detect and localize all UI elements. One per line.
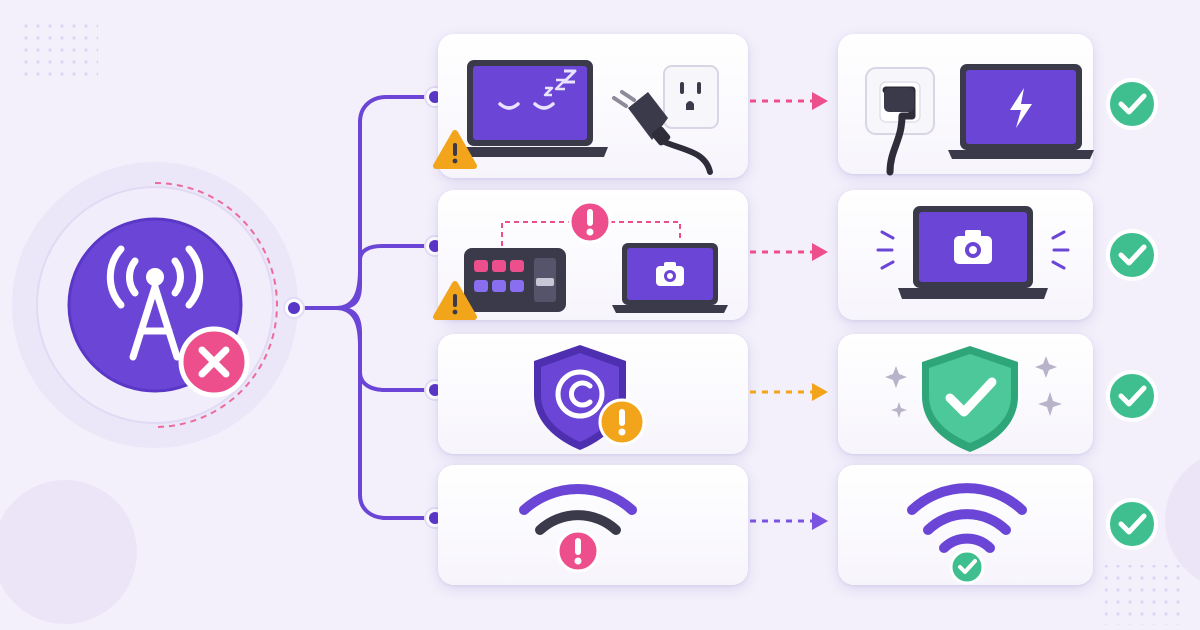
- capture-link-dashed: [501, 221, 681, 246]
- warning-icon: [433, 130, 477, 169]
- laptop-camera-icon: [876, 206, 1070, 299]
- bg-circle-left: [0, 480, 137, 624]
- check-icon: [1106, 370, 1158, 422]
- check-icon: [1106, 229, 1158, 281]
- bg-circle-right: [1165, 459, 1200, 581]
- error-alert-icon: [556, 529, 600, 573]
- charging-laptop-icon: [948, 64, 1094, 159]
- error-alert-icon: [568, 200, 612, 244]
- laptop-camera-icon: [612, 243, 728, 313]
- weak-wifi-icon: [519, 484, 637, 535]
- warning-icon: [598, 398, 646, 446]
- arrow-row-4: [750, 512, 828, 530]
- arrow-row-1: [750, 92, 828, 110]
- wall-outlet-icon: [663, 65, 719, 129]
- arrow-row-2: [750, 243, 828, 261]
- error-x-icon: [178, 326, 250, 398]
- arrow-row-3: [750, 383, 828, 401]
- warning-icon: [433, 281, 477, 320]
- strong-wifi-icon: [907, 483, 1027, 553]
- power-plug-icon: [612, 90, 713, 175]
- sparkle-icon: [885, 356, 1062, 418]
- sleeping-laptop-icon: [454, 60, 608, 157]
- check-icon: [949, 549, 985, 585]
- wall-outlet-icon: [865, 67, 935, 176]
- dot-grid-bottomright: [1105, 565, 1185, 625]
- check-icon: [1106, 78, 1158, 130]
- broadcast-tower-icon: [106, 245, 204, 361]
- check-icon: [1106, 498, 1158, 550]
- shield-check-icon: [922, 346, 1018, 452]
- dot-grid-topleft: [18, 18, 98, 80]
- capture-device-icon: [464, 248, 566, 312]
- dashed-orbit: [154, 182, 278, 428]
